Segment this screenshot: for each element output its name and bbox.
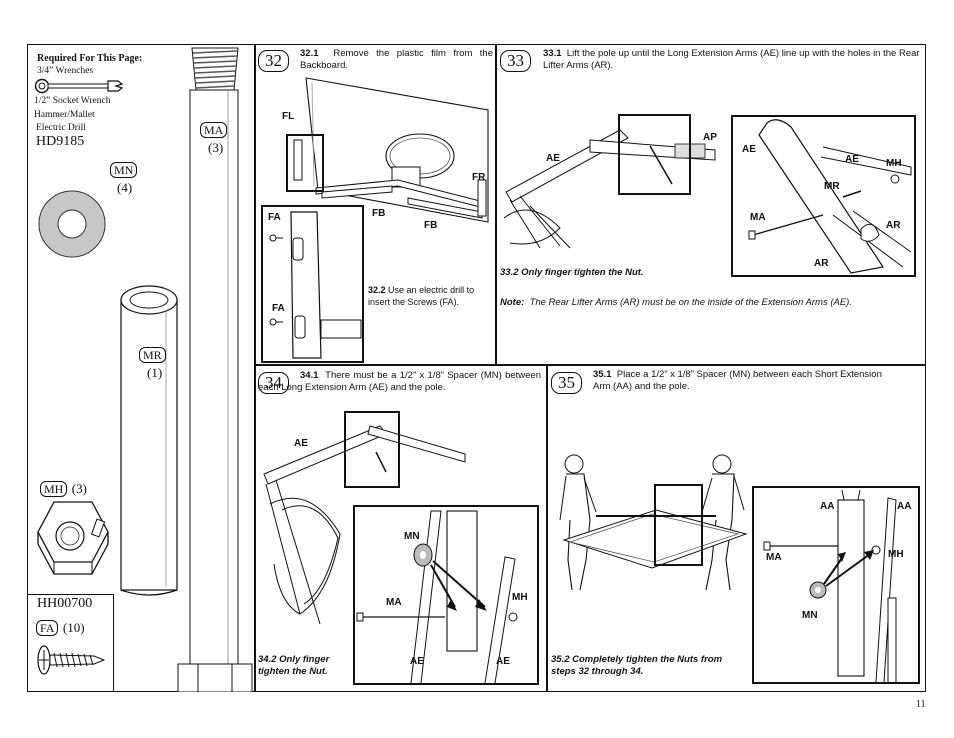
step-34-label-mh: MH <box>512 592 528 603</box>
step-35-label-aa1: AA <box>820 501 835 512</box>
part-mn-label: MN <box>110 161 138 179</box>
step-33-label-ae1: AE <box>546 153 560 164</box>
step-32-number: 32 <box>258 50 289 72</box>
page-number: 11 <box>916 699 926 710</box>
step-34-label-ae-right: AE <box>496 656 510 667</box>
step-33-zoom-illustration <box>748 119 912 274</box>
step-34-label-ae-left: AE <box>410 656 424 667</box>
step-33-note-text: The Rear Lifter Arms (AR) must be on the… <box>529 297 852 308</box>
part-ma-qty: (3) <box>208 140 224 155</box>
pole-icon <box>177 47 253 692</box>
step-33-label-ar1: AR <box>886 220 901 231</box>
step-32-1-desc: Remove the plastic film from the Backboa… <box>300 48 493 71</box>
step-34-label-ae: AE <box>294 438 308 449</box>
divider-bottom-mid <box>546 364 548 692</box>
step-33-illustration <box>503 129 716 249</box>
step-32-2-desc: Use an electric drill to insert the Scre… <box>368 285 475 307</box>
step-33-1-num: 33.1 <box>543 48 562 59</box>
step-33-label-mr: MR <box>824 181 840 192</box>
step-32-label-fa2: FA <box>272 303 285 314</box>
step-35-2-text: 35.2 Completely tighten the Nuts from st… <box>551 654 723 677</box>
part-code-fa: FA <box>36 620 59 636</box>
washer-icon <box>38 190 106 258</box>
step-33-label-ma: MA <box>750 212 766 223</box>
part-fa-label: FA (10) <box>36 619 85 637</box>
step-35-label-aa2: AA <box>897 501 912 512</box>
tool-wrenches: 3/4” Wrenches <box>37 66 94 76</box>
divider-left <box>254 44 256 692</box>
hex-nut-icon <box>37 501 109 575</box>
step-35-label-ma: MA <box>766 552 782 563</box>
tool-drill: Electric Drill <box>36 123 86 133</box>
step-33-label-ap: AP <box>703 132 717 143</box>
step-35-1-num: 35.1 <box>593 369 612 380</box>
step-35-label-mh: MH <box>888 549 904 560</box>
step-32-2-num: 32.2 <box>368 285 386 295</box>
part-mr-label: MR <box>139 346 166 364</box>
tool-socket-wrench: 1/2” Socket Wrench <box>34 96 111 106</box>
step-32-1-num: 32.1 <box>300 48 319 59</box>
divider-top-mid <box>495 44 497 364</box>
step-34-callout-box <box>344 411 400 488</box>
screw-icon <box>37 645 106 675</box>
tool-hammer: Hammer/Mallet <box>34 110 95 120</box>
part-code-mr: MR <box>139 347 166 363</box>
step-34-1-desc: There must be a 1/2” x 1/8” Spacer (MN) … <box>258 370 542 393</box>
step-34-illustration <box>263 425 466 625</box>
step-32-label-fb1: FB <box>372 208 386 219</box>
step-35-number: 35 <box>551 372 582 394</box>
part-mh-label: MH (3) <box>40 480 87 498</box>
parts-heading: Required For This Page: <box>37 53 143 64</box>
step-32-label-fb2: FB <box>424 220 438 231</box>
step-33-2-text: 33.2 Only finger tighten the Nut. <box>500 267 644 278</box>
step-33-note: Note: The Rear Lifter Arms (AR) must be … <box>500 297 852 308</box>
part-mn-qty: (4) <box>117 180 133 195</box>
step-33-label-ae3: AE <box>845 154 859 165</box>
step-33-label-mh: MH <box>886 158 902 169</box>
step-32-1-text: 32.1 Remove the plastic film from the Ba… <box>300 48 493 72</box>
kit-code-2: HH00700 <box>37 596 93 611</box>
part-ma-label: MA <box>200 121 228 139</box>
wrench-icon <box>34 78 124 94</box>
step-32-callout-box <box>286 134 324 192</box>
step-34-1-text: 34.1 There must be a 1/2” x 1/8” Spacer … <box>258 370 541 394</box>
step-32-label-fr: FR <box>472 172 486 183</box>
step-33-label-ae2: AE <box>742 144 756 155</box>
step-34-1-num: 34.1 <box>300 370 319 381</box>
step-35-1-text: 35.1 Place a 1/2” x 1/8” Spacer (MN) bet… <box>593 369 893 393</box>
step-33-note-label: Note: <box>500 297 525 308</box>
step-33-callout-box <box>618 114 691 195</box>
step-32-label-fl: FL <box>282 111 295 122</box>
step-35-label-mn: MN <box>802 610 818 621</box>
step-33-label-ar2: AR <box>814 258 829 269</box>
step-32-2-text: 32.2 Use an electric drill to insert the… <box>368 284 492 308</box>
step-33-number: 33 <box>500 50 531 72</box>
step-32-label-fa1: FA <box>268 212 281 223</box>
part-code-mh: MH <box>40 481 68 497</box>
step-33-1-text: 33.1 Lift the pole up until the Long Ext… <box>543 48 923 72</box>
part-mh-qty: (3) <box>71 481 87 496</box>
divider-horizontal <box>254 364 926 366</box>
step-33-1-desc: Lift the pole up until the Long Extensio… <box>543 48 920 71</box>
part-mr-qty: (1) <box>147 365 163 380</box>
step-32-zoom-illustration <box>269 211 362 359</box>
page-frame <box>27 44 926 692</box>
step-34-zoom-illustration <box>356 510 518 683</box>
step-34-label-ma: MA <box>386 597 402 608</box>
kit-code: HD9185 <box>36 134 85 149</box>
part-fa-qty: (10) <box>62 620 85 635</box>
step-34-number: 34 <box>258 372 289 394</box>
fastener-box <box>27 594 114 692</box>
step-35-1-desc: Place a 1/2” x 1/8” Spacer (MN) between … <box>593 369 882 392</box>
step-34-label-mn: MN <box>404 531 420 542</box>
part-code-ma: MA <box>200 122 228 138</box>
step-35-callout-box <box>654 484 703 566</box>
part-code-mn: MN <box>110 162 138 178</box>
spacer-tube-icon <box>120 285 178 596</box>
step-35-zoom-illustration <box>763 489 897 682</box>
step-34-2-text: 34.2 Only finger tighten the Nut. <box>258 654 330 677</box>
